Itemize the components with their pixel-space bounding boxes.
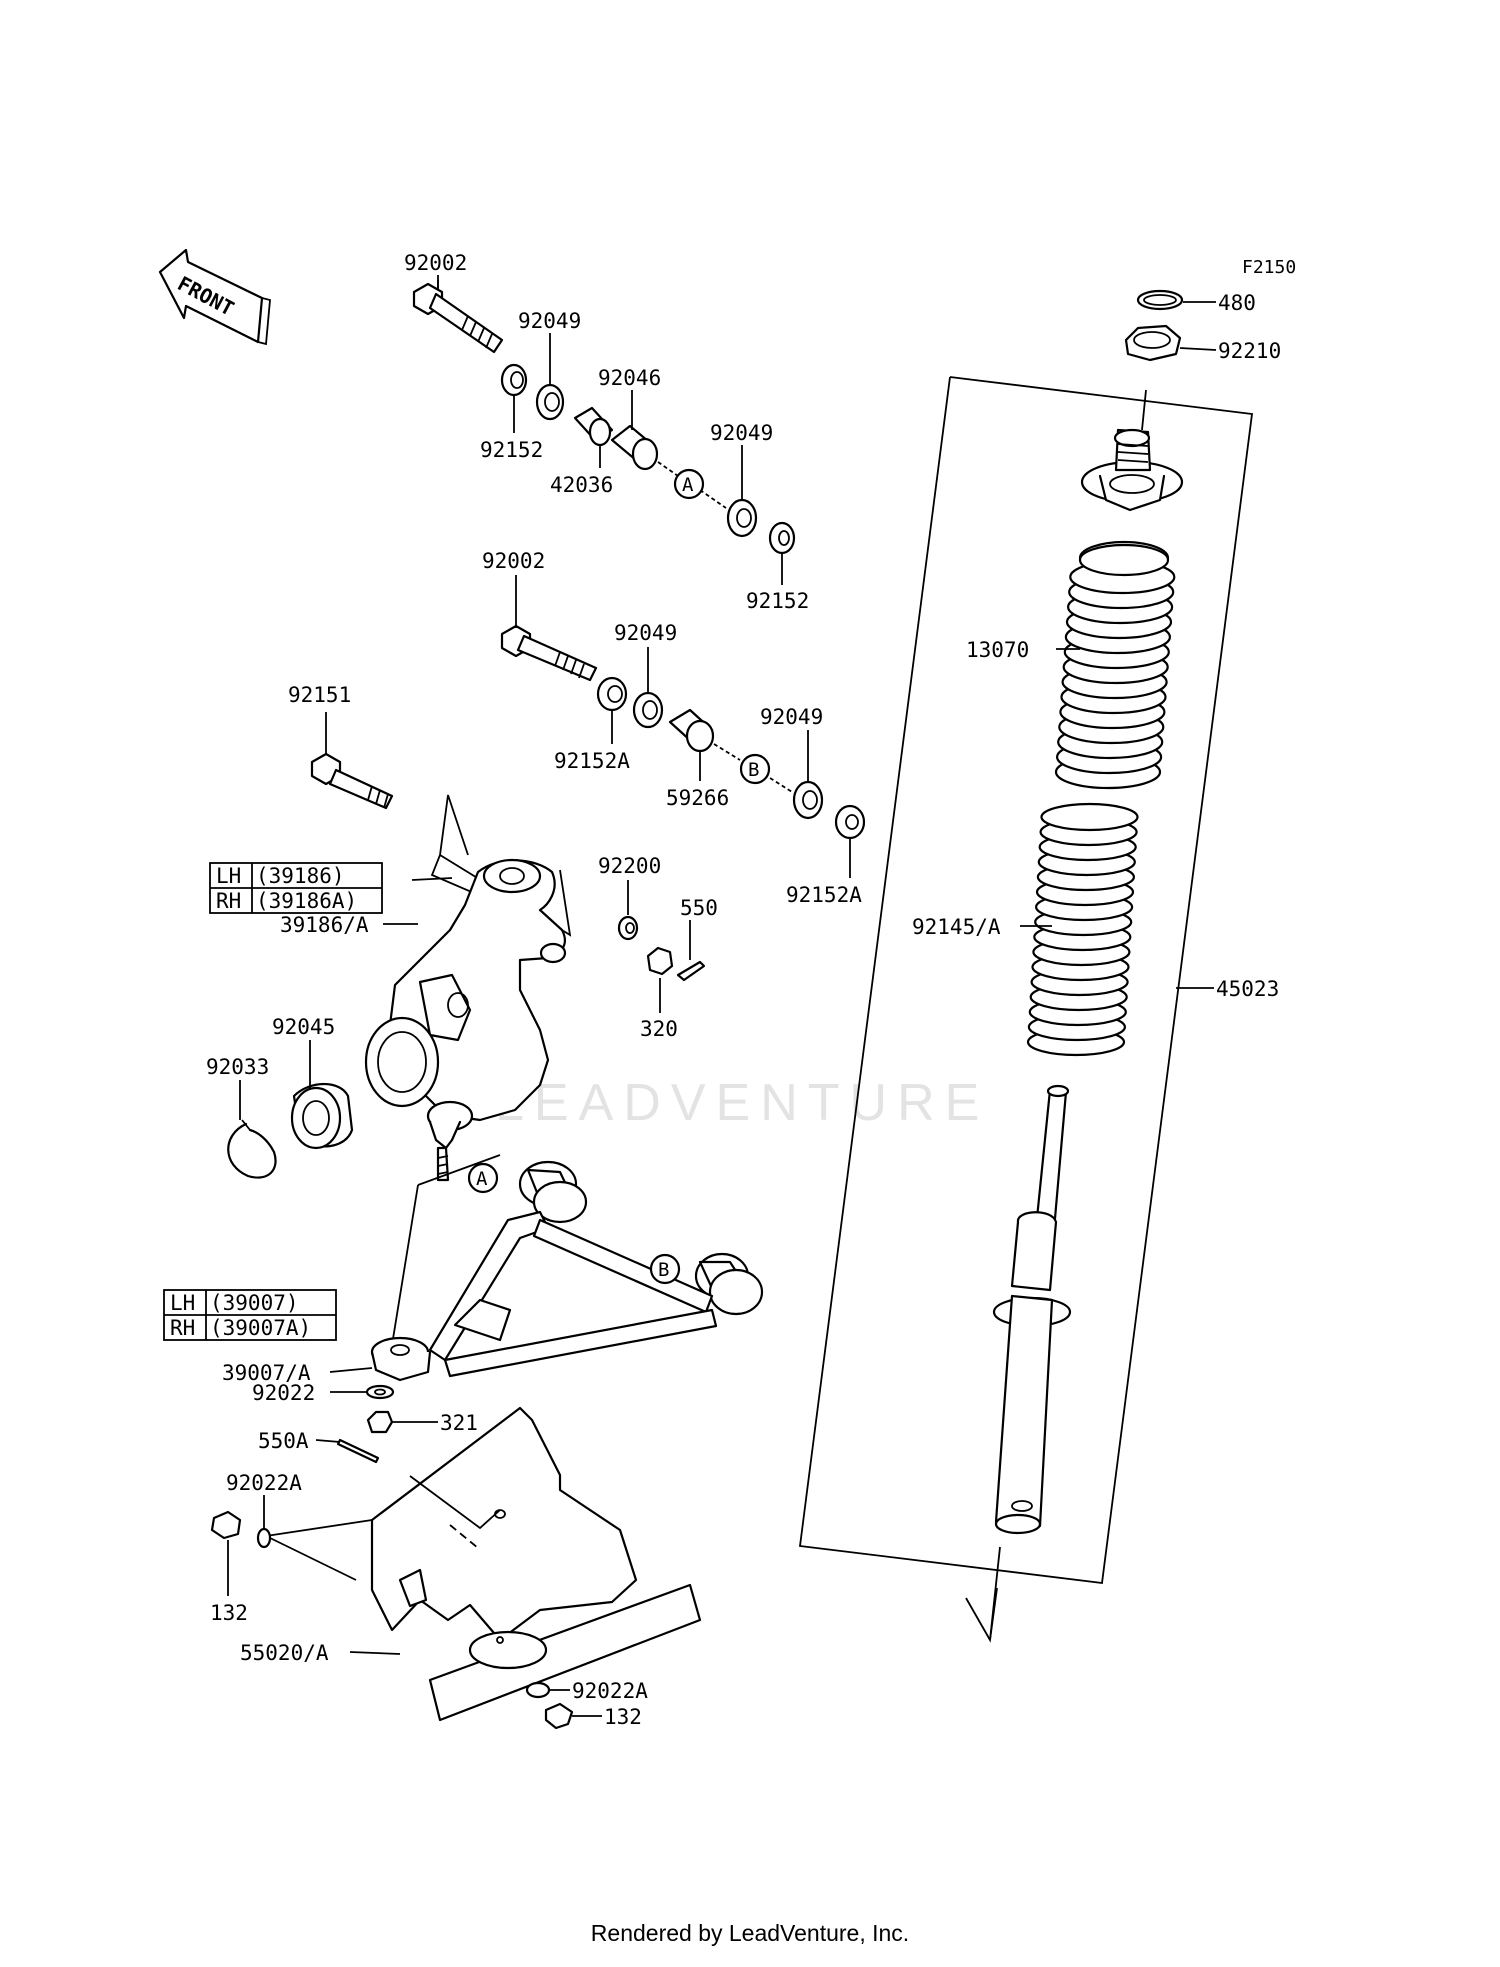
part-label-550: 550 xyxy=(680,896,718,920)
boot-rings xyxy=(1054,543,1176,790)
svg-text:B: B xyxy=(658,1259,669,1281)
part-label-92049-a: 92049 xyxy=(518,309,581,333)
a-arm xyxy=(370,1154,764,1382)
part-label-550A: 550A xyxy=(258,1429,309,1453)
part-label-45023: 45023 xyxy=(1216,977,1279,1001)
leader-lines xyxy=(227,275,1217,1717)
circlip xyxy=(227,1119,277,1179)
arm-lh-side: LH xyxy=(170,1291,195,1315)
part-label-320: 320 xyxy=(640,1017,678,1041)
part-label-92210: 92210 xyxy=(1218,339,1281,363)
part-label-92033: 92033 xyxy=(206,1055,269,1079)
arm-rh-code: (39007A) xyxy=(210,1316,311,1340)
nut-pin-group xyxy=(617,915,706,982)
knuckle-rh-code: (39186A) xyxy=(256,889,357,913)
steering-knuckle xyxy=(310,752,572,1182)
footer-credit: Rendered by LeadVenture, Inc. xyxy=(590,1920,910,1946)
arm-lh-code: (39007) xyxy=(210,1291,299,1315)
front-arrow-icon: FRONT xyxy=(158,248,271,346)
diagram-code: F2150 xyxy=(1242,257,1296,278)
part-label-92151: 92151 xyxy=(288,683,351,707)
spring-coil xyxy=(1040,802,1139,832)
part-label-132-a: 132 xyxy=(210,1601,248,1625)
boot-ring xyxy=(1078,543,1170,577)
part-label-92152-a: 92152 xyxy=(480,438,543,462)
shock-assembly xyxy=(798,289,1254,1643)
knuckle-rh-side: RH xyxy=(216,889,241,913)
part-label-39007A: 39007/A xyxy=(222,1361,311,1385)
arm-rh-side: RH xyxy=(170,1316,195,1340)
skid-plate xyxy=(265,1406,702,1722)
coil-spring xyxy=(1026,802,1139,1057)
part-label-321: 321 xyxy=(440,1411,478,1435)
part-label-92152-b: 92152 xyxy=(746,589,809,613)
part-label-92049-b: 92049 xyxy=(710,421,773,445)
part-label-42036: 42036 xyxy=(550,473,613,497)
svg-text:A: A xyxy=(682,474,694,496)
knuckle-lh-side: LH xyxy=(216,864,241,888)
part-label-92002-mid: 92002 xyxy=(482,549,545,573)
part-label-92049-d: 92049 xyxy=(760,705,823,729)
wheel-bearing xyxy=(290,1083,354,1150)
arm-side-table: LH (39007) RH (39007A) xyxy=(163,1289,337,1341)
part-label-39186A: 39186/A xyxy=(280,913,369,937)
callout-b-upper: B xyxy=(739,753,771,785)
part-label-92022A-b: 92022A xyxy=(572,1679,648,1703)
part-label-132-b: 132 xyxy=(604,1705,642,1729)
knuckle-side-table: LH (39186) RH (39186A) xyxy=(209,862,383,914)
callout-b-lower: B xyxy=(649,1253,681,1285)
part-label-92046: 92046 xyxy=(598,366,661,390)
part-label-59266: 59266 xyxy=(666,786,729,810)
part-label-92145A: 92145/A xyxy=(912,915,1001,939)
part-label-13070: 13070 xyxy=(966,638,1029,662)
shock-body xyxy=(992,1084,1072,1535)
svg-text:B: B xyxy=(748,759,759,781)
part-label-92045: 92045 xyxy=(272,1015,335,1039)
part-label-92002-top: 92002 xyxy=(404,251,467,275)
part-label-92200: 92200 xyxy=(598,854,661,878)
part-label-92152A-a: 92152A xyxy=(554,749,630,773)
arm-hardware xyxy=(336,1384,395,1464)
callout-a-lower: A xyxy=(467,1162,499,1194)
part-label-55020A: 55020/A xyxy=(240,1641,329,1665)
lower-bolt-assembly xyxy=(500,624,866,840)
watermark-text: LEADVENTURE xyxy=(495,1074,989,1132)
part-label-92022A-a: 92022A xyxy=(226,1471,302,1495)
svg-text:A: A xyxy=(476,1168,488,1190)
part-label-92022: 92022 xyxy=(252,1381,315,1405)
part-label-92152A-b: 92152A xyxy=(786,883,862,907)
upper-bolt-assembly xyxy=(412,280,796,555)
part-label-480: 480 xyxy=(1218,291,1256,315)
part-labels: 92002 92049 92046 92152 42036 92049 9215… xyxy=(206,251,1281,1729)
knuckle-lh-code: (39186) xyxy=(256,864,345,888)
callout-a-upper: A xyxy=(673,468,705,500)
part-label-92049-c: 92049 xyxy=(614,621,677,645)
